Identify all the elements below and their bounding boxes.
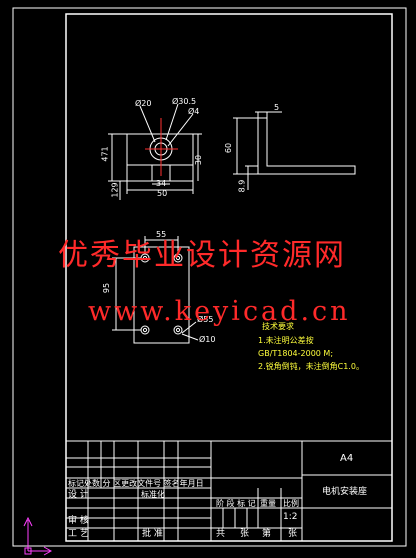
dim-phi55: Ø55	[197, 315, 214, 324]
part-name: 电机安装座	[322, 487, 368, 497]
dim-95: 95	[102, 282, 112, 294]
side-view	[233, 111, 356, 190]
top-view	[108, 103, 202, 200]
dim-8-9: 8.9	[237, 179, 247, 193]
title-block-grid	[65, 440, 393, 542]
dim-30: 30	[194, 154, 204, 166]
sheet-outer-border	[12, 7, 407, 547]
scale-value: 1:2	[283, 512, 298, 522]
label-sheets: 张	[240, 529, 250, 539]
change-record-row: 标记处数 分 区更改文件号 签名年月日	[68, 479, 204, 488]
label-stage-mark: 阶 段 标 记	[216, 499, 256, 508]
tech-line-3: 2.锐角倒钝，未注倒角C1.0。	[258, 362, 364, 371]
label-process: 工 艺	[68, 529, 89, 539]
label-sheet: 张	[288, 529, 298, 539]
dim-60: 60	[224, 142, 234, 154]
dim-50: 50	[157, 189, 168, 198]
label-scale: 比例	[283, 499, 299, 508]
dim-5: 5	[274, 103, 280, 112]
label-approve: 批 准	[142, 529, 163, 539]
dim-phi30-5: Ø30.5	[172, 97, 197, 106]
dim-phi4: Ø4	[188, 107, 200, 116]
label-review: 审 核	[68, 516, 89, 526]
top-view-centerlines	[145, 118, 178, 176]
dim-129: 129	[110, 182, 120, 198]
tech-line-2: GB/T1804-2000 M;	[258, 349, 334, 358]
ucs-icon	[23, 516, 53, 556]
dim-phi10: Ø10	[199, 335, 216, 344]
dim-phi20: Ø20	[135, 99, 152, 108]
tech-line-1: 1.未注明公差按	[258, 336, 314, 345]
label-total: 共	[216, 529, 226, 539]
plate-view	[112, 236, 199, 344]
tech-heading: 技术要求	[262, 322, 294, 331]
label-standardize: 标准化	[141, 490, 165, 499]
watermark-url: www.keyicad.cn	[88, 296, 351, 327]
paper-size: A4	[340, 453, 354, 464]
label-weight: 重量	[260, 499, 276, 508]
label-design: 设 计	[68, 490, 89, 500]
dim-55-top: 55	[156, 230, 167, 239]
label-sheet-no: 第	[262, 529, 272, 539]
dim-471: 471	[100, 146, 110, 162]
dim-34: 34	[156, 179, 167, 188]
watermark-title: 优秀毕业设计资源网	[58, 238, 346, 273]
